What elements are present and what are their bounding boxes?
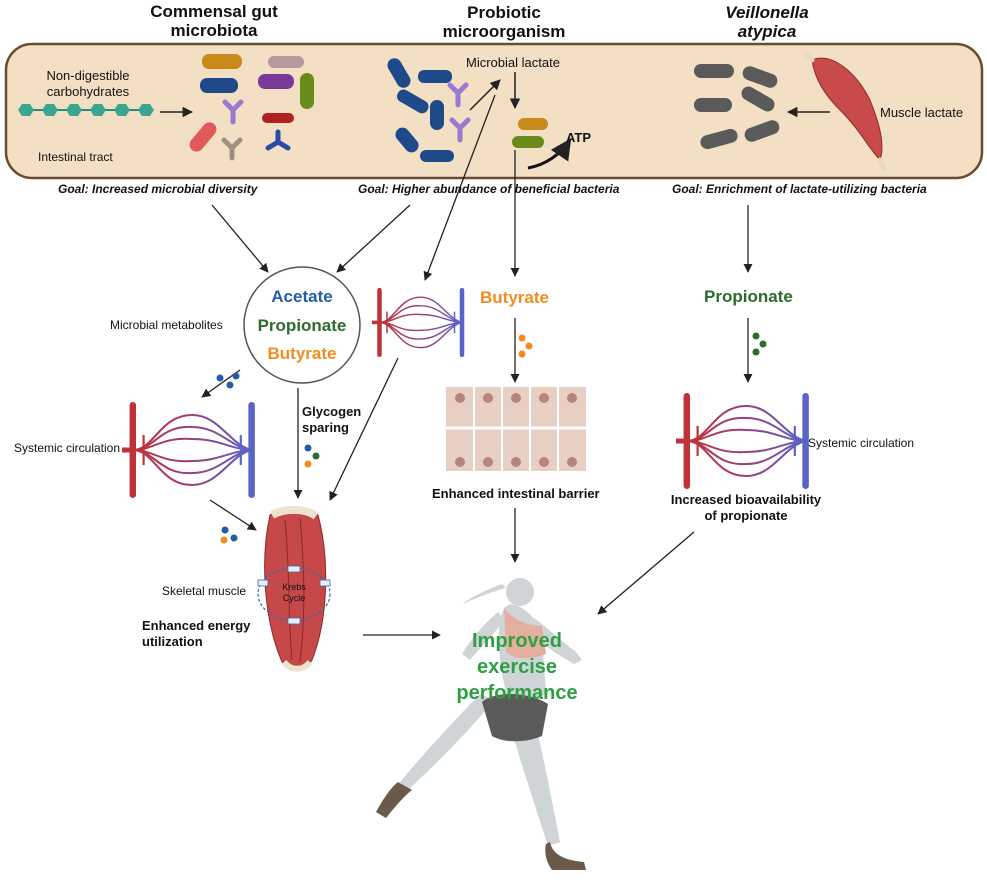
butyrate-middle-label: Butyrate [480,288,549,307]
acetate-label: Acetate [271,287,333,306]
glycogen-line1: Glycogen [302,404,362,419]
krebs-cycle-label: Krebs Cycle [276,582,312,604]
goal-diversity: Goal: Increased microbial diversity [58,182,258,196]
microbial-metabolites-label: Microbial metabolites [110,318,223,332]
header-veillonella: Veillonella atypica [702,3,832,41]
intestinal-tract-band [4,42,984,180]
glycogen-line2: sparing [302,420,349,435]
muscle-lactate-label: Muscle lactate [880,105,964,120]
skeletal-muscle-label: Skeletal muscle [162,584,247,598]
header-commensal-line1: Commensal gut [150,2,278,21]
enhanced-barrier-label: Enhanced intestinal barrier [432,486,600,501]
vessel-right-icon [676,396,806,486]
energy-line2: utilization [142,634,203,649]
krebs-line2: Cycle [282,593,306,603]
systemic-circulation-left-label: Systemic circulation [14,441,121,455]
probiotic-bacteria-icon [387,58,471,162]
runner-top-icon [504,608,546,659]
carbohydrate-chain-icon [18,104,154,116]
bioavailability-line2: of propionate [704,508,788,523]
vessel-center-icon [372,290,462,355]
lactate-bacterium-green-icon [512,136,544,148]
vessel-left-icon [122,405,252,495]
krebs-line1: Krebs [282,582,306,592]
propionate-right-label: Propionate [704,287,793,306]
atp-label: ATP [566,130,592,145]
arrow-beneficial-to-metabolites [336,204,411,273]
goal-lactate-utilizing: Goal: Enrichment of lactate-utilizing ba… [672,182,927,196]
arrow-to-lactate [469,79,501,111]
skeletal-muscle-icon [257,505,331,672]
non-digestible-line1: Non-digestible [46,68,130,83]
bioavailability-line1: Increased bioavailability [670,492,822,507]
propionate-label: Propionate [257,316,347,335]
veillonella-bacteria-icon [694,64,780,150]
non-digestible-carbs-label: Non-digestible carbohydrates [26,68,150,100]
header-probiotic-line1: Probiotic [467,3,541,22]
lactate-bacterium-orange-icon [518,118,548,130]
header-commensal-line2: microbiota [170,21,258,40]
muscle-icon [803,51,887,171]
header-probiotic-line2: microorganism [442,22,566,41]
metabolites-circle [243,266,361,384]
arrow-lactate-to-vessel [423,94,496,281]
arrow-to-atp [527,138,572,170]
butyrate-label: Butyrate [267,344,337,363]
goal-beneficial: Goal: Higher abundance of beneficial bac… [358,182,620,196]
arrow-propionate-to-performance [597,531,695,615]
systemic-circulation-right-label: Systemic circulation [808,436,915,450]
commensal-bacteria-icon [189,54,314,161]
microbial-lactate-label: Microbial lactate [466,55,560,70]
outcome-line1: Improved [471,630,563,652]
arrow-circulation-to-muscle [209,499,257,531]
improved-performance-label: Improved exercise performance [432,628,602,706]
glycogen-sparing-label: Glycogen sparing [302,404,361,436]
bioavailability-label: Increased bioavailability of propionate [658,492,834,524]
arrow-vessel-to-muscle [329,357,399,501]
runner-back-shoe-icon [376,782,412,818]
runner-front-shoe-icon [545,842,586,870]
non-digestible-line2: carbohydrates [46,84,130,99]
energy-line1: Enhanced energy [142,618,251,633]
runner-shorts-icon [482,693,548,742]
header-probiotic: Probiotic microorganism [410,3,598,41]
intestinal-barrier-icon [446,387,586,471]
header-commensal: Commensal gut microbiota [120,2,308,40]
outcome-line3: performance [456,682,578,704]
header-veillonella-line2: atypica [737,22,797,41]
header-veillonella-line1: Veillonella [725,3,809,22]
intestinal-tract-label: Intestinal tract [38,150,113,164]
enhanced-energy-label: Enhanced energy utilization [142,618,250,650]
outcome-line2: exercise [476,656,558,678]
arrow-diversity-to-metabolites [211,204,269,273]
